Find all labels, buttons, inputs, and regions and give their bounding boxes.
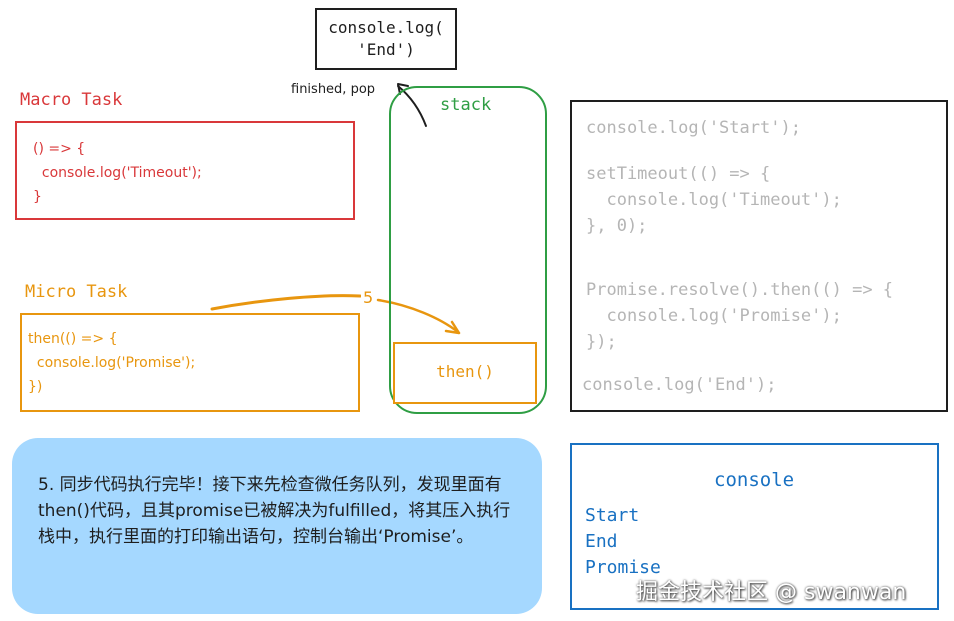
step-marker: 5 xyxy=(361,288,376,307)
source-code-panel: console.log('Start');setTimeout(() => { … xyxy=(570,100,948,412)
macro-code-line-1: () => { xyxy=(33,141,86,157)
explanation-text: 5. 同步代码执行完毕！接下来先检查微任务队列，发现里面有then()代码，且其… xyxy=(38,475,511,547)
popped-frame-line-2: 'End') xyxy=(357,40,415,59)
console-output-3: Promise xyxy=(585,557,661,578)
micro-code-line-1: then(() => { xyxy=(28,331,118,347)
source-code-line: console.log('End'); xyxy=(582,375,777,395)
source-code-line: Promise.resolve().then(() => { xyxy=(586,280,894,300)
micro-to-stack-arrow xyxy=(210,294,362,311)
stack-label: stack xyxy=(440,95,492,115)
micro-task-queue: then(() => { console.log('Promise'); }) xyxy=(20,313,360,412)
source-code-line: console.log('Start'); xyxy=(586,118,801,138)
pop-label: finished, pop xyxy=(291,82,376,97)
source-code-line: }, 0); xyxy=(586,216,648,236)
source-code-line: console.log('Promise'); xyxy=(586,306,842,326)
popped-frame-box: console.log( 'End') xyxy=(315,8,457,70)
console-title: console xyxy=(714,469,795,491)
micro-task-label: Micro Task xyxy=(25,282,128,302)
micro-code-line-2: console.log('Promise'); xyxy=(28,355,196,371)
explanation-callout: 5. 同步代码执行完毕！接下来先检查微任务队列，发现里面有then()代码，且其… xyxy=(12,438,542,614)
console-panel: console Start End Promise xyxy=(570,443,939,610)
macro-task-label: Macro Task xyxy=(20,90,123,110)
console-output-1: Start xyxy=(585,505,640,526)
micro-code-line-3: }) xyxy=(28,379,43,395)
source-code-line: console.log('Timeout'); xyxy=(586,190,842,210)
macro-task-queue: () => { console.log('Timeout'); } xyxy=(15,121,355,220)
stack-frame-then: then() xyxy=(393,342,537,404)
popped-frame-line-1: console.log( xyxy=(328,18,444,37)
call-stack: stack xyxy=(389,86,547,414)
watermark: 掘金技术社区 @ swanwan xyxy=(636,580,907,605)
macro-code-line-2: console.log('Timeout'); xyxy=(33,165,202,181)
stack-frame-then-text: then() xyxy=(436,362,494,381)
source-code-line: }); xyxy=(586,332,617,352)
source-code-line: setTimeout(() => { xyxy=(586,164,771,184)
console-output-2: End xyxy=(585,531,618,552)
macro-code-line-3: } xyxy=(33,189,42,205)
